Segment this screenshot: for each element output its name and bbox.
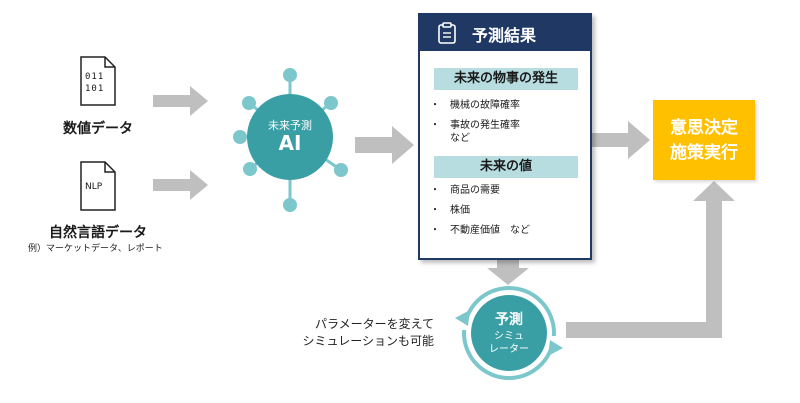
decision-box: 意思決定 施策実行 [653, 100, 755, 180]
section-heading-future-values: 未来の値 [434, 156, 578, 178]
arrow-simulator-to-decision [566, 181, 735, 338]
ai-hub-line-1: 未来予測 [268, 119, 312, 132]
simulator-circle [471, 295, 547, 371]
list-item: ・機械の故障確率 [430, 100, 520, 111]
simulator-line-1: 予測 [495, 312, 523, 328]
binary-icon-line-1: 011 [85, 72, 105, 82]
ai-hub-line-2: AI [278, 131, 302, 155]
binary-icon-line-2: 101 [85, 84, 105, 94]
prediction-results-panel: 予測結果 未来の物事の発生 ・機械の故障確率 ・事故の発生確率 など 未来の値 … [418, 13, 592, 260]
binary-document-icon: 011 101 [79, 55, 117, 111]
nlp-icon-text: NLP [85, 182, 103, 192]
arrow-ai-to-results [355, 126, 414, 164]
decision-line-1: 意思決定 [670, 118, 738, 138]
arrow-text-to-ai [153, 170, 208, 200]
arrow-results-to-simulator [487, 256, 529, 285]
prediction-results-header: 予測結果 [420, 15, 590, 51]
arrow-results-to-decision [592, 121, 650, 159]
clipboard-icon [436, 21, 458, 49]
simulator-line-2: シミュ [494, 331, 524, 342]
numeric-data-label: 数値データ [63, 121, 133, 137]
text-data-label: 自然言語データ [49, 225, 147, 241]
text-data-example: 例）マーケットデータ、レポート [28, 244, 163, 254]
arrow-numeric-to-ai [153, 86, 208, 116]
simulator-cycle-icon [454, 286, 564, 380]
decision-line-2: 施策実行 [670, 143, 738, 163]
ai-hub-circle [247, 94, 333, 180]
simulator-line-3: レーター [489, 344, 529, 355]
list-item: ・商品の需要 [430, 185, 500, 196]
list-item: ・株価 [430, 205, 470, 216]
nlp-document-icon: NLP [79, 160, 117, 216]
parameter-note-line-2: シミュレーションも可能 [302, 334, 434, 348]
list-item: ・不動産価値 など [430, 225, 530, 236]
list-item: ・事故の発生確率 [430, 120, 520, 131]
prediction-results-title: 予測結果 [472, 26, 537, 45]
ai-network-nodes [233, 68, 348, 212]
parameter-note-line-1: パラメーターを変えて [314, 317, 434, 331]
section-heading-future-events: 未来の物事の発生 [434, 68, 578, 90]
list-item: など [450, 133, 470, 144]
